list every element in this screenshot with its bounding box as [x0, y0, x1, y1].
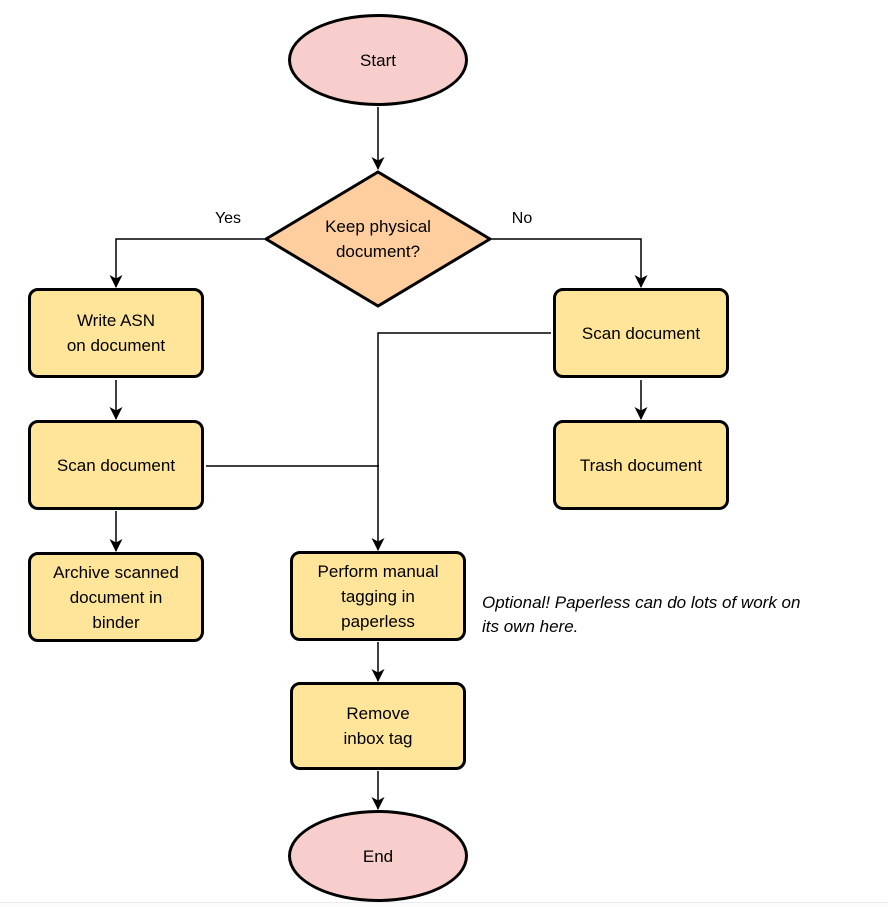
node-remove-inbox: Remove inbox tag [290, 682, 466, 770]
edge-label-yes: Yes [204, 209, 252, 229]
node-scan-left: Scan document [28, 420, 204, 510]
edge-decision-to-write-asn [109, 238, 264, 288]
node-decision: Keep physical document? [264, 170, 492, 308]
node-scan-right-label: Scan document [581, 323, 701, 343]
edge-label-no: No [498, 209, 546, 229]
node-scan-right: Scan document [553, 288, 729, 378]
node-start-label: Start [360, 50, 396, 70]
node-trash: Trash document [553, 420, 729, 510]
edge-decision-to-scan-right [492, 238, 648, 288]
node-end: End [288, 810, 468, 902]
node-archive-label: Archive scanned document in binder [53, 562, 179, 632]
page-bottom-edge [0, 902, 888, 907]
diamond-shape [264, 170, 492, 308]
node-archive: Archive scanned document in binder [28, 552, 204, 642]
node-trash-label: Trash document [579, 455, 703, 475]
node-write-asn: Write ASN on document [28, 288, 204, 378]
node-end-label: End [362, 846, 394, 866]
optional-note: Optional! Paperless can do lots of work … [482, 593, 801, 636]
node-scan-left-label: Scan document [56, 455, 176, 475]
node-tagging: Perform manual tagging in paperless [290, 551, 466, 641]
node-remove-inbox-label: Remove inbox tag [343, 704, 413, 748]
node-decision-label: Keep physical document? [325, 217, 431, 261]
node-start: Start [288, 14, 468, 106]
node-tagging-label: Perform manual tagging in paperless [317, 561, 439, 631]
edge-scan-right-to-tagging [371, 332, 551, 551]
node-write-asn-label: Write ASN on document [66, 311, 166, 355]
